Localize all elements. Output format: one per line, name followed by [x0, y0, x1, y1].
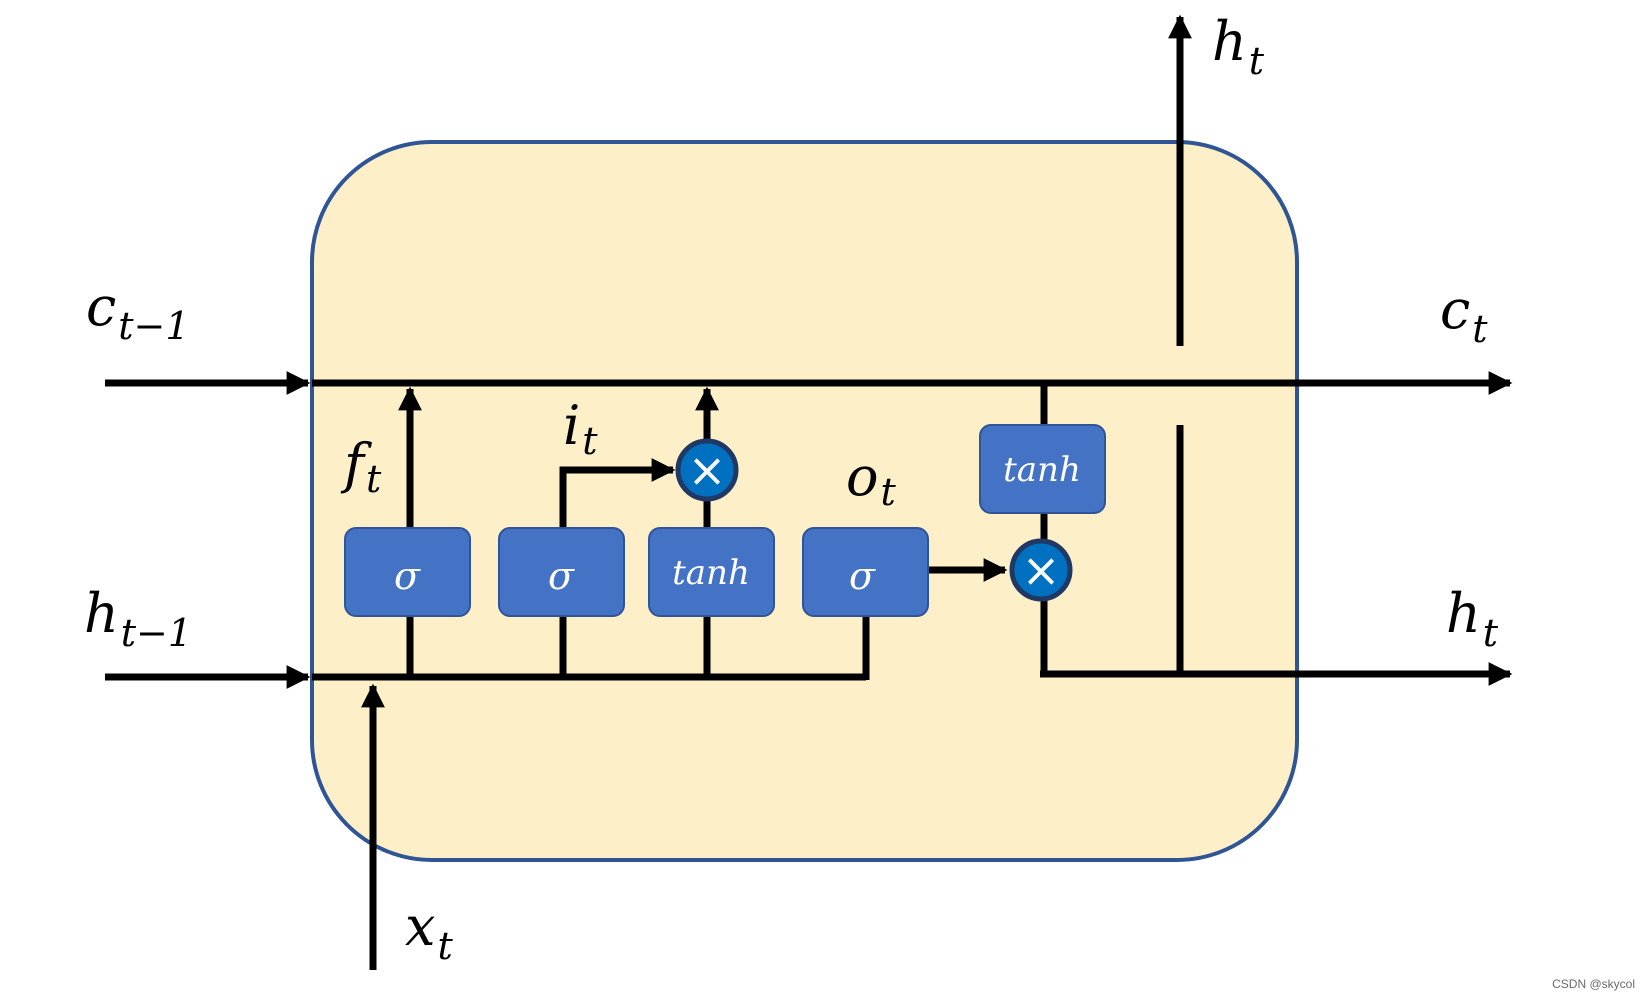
output-gate: σ: [802, 527, 929, 617]
input-gate: σ: [498, 527, 625, 617]
hidden-state-line: [105, 616, 870, 689]
output-gate-label: σ: [849, 554, 876, 598]
cell-tanh-gate: tanh: [979, 424, 1106, 514]
input-gate-label: σ: [548, 554, 575, 598]
label-o-t-base: o: [846, 445, 879, 508]
label-h-t-top: ht: [1212, 10, 1265, 83]
input-multiply-operator: ×: [675, 438, 739, 502]
label-c-t-sub: t: [1472, 307, 1488, 351]
label-h-t-out: ht: [1446, 582, 1499, 655]
label-h-t-out-sub: t: [1483, 611, 1499, 655]
candidate-gate-label: tanh: [672, 553, 750, 593]
label-x-t-base: x: [405, 895, 435, 958]
forget-gate: σ: [344, 527, 471, 617]
cell-tanh-label: tanh: [1003, 450, 1081, 490]
label-c-t: ct: [1440, 278, 1488, 351]
forget-gate-label: σ: [394, 554, 421, 598]
multiply-icon: ×: [688, 443, 727, 497]
label-h-prev-sub: t−1: [121, 611, 192, 655]
label-x-t-sub: t: [437, 924, 453, 968]
label-c-t-base: c: [1440, 278, 1470, 341]
label-o-t: ot: [846, 445, 897, 514]
label-h-t-out-base: h: [1446, 582, 1481, 645]
label-x-t: xt: [405, 895, 453, 968]
label-h-prev: ht−1: [84, 582, 192, 655]
label-f-t-sub: t: [366, 457, 382, 501]
label-h-t-top-base: h: [1212, 10, 1247, 73]
label-c-prev-sub: t−1: [118, 304, 189, 348]
label-c-prev-base: c: [86, 275, 116, 338]
multiply-icon: ×: [1022, 543, 1061, 597]
label-i-t-base: i: [563, 394, 580, 457]
input-gate-output-arrow: [559, 458, 676, 528]
candidate-gate: tanh: [648, 527, 775, 617]
label-c-prev: ct−1: [86, 275, 190, 348]
watermark: CSDN @skycol: [1552, 977, 1635, 991]
lstm-cell-body: [310, 140, 1299, 862]
output-multiply-operator: ×: [1009, 538, 1073, 602]
label-h-prev-base: h: [84, 582, 119, 645]
label-i-t-sub: t: [582, 419, 598, 463]
label-h-t-top-sub: t: [1249, 39, 1265, 83]
label-i-t: it: [563, 394, 598, 463]
label-o-t-sub: t: [881, 470, 897, 514]
